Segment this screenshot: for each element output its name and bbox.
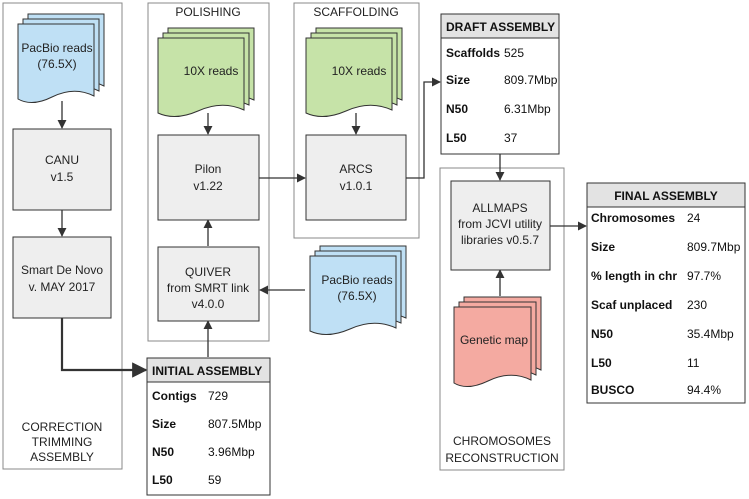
quiver-label-2: from SMRT link: [167, 281, 250, 295]
document-pacbio-reads-2: PacBio reads (76.5X): [309, 245, 407, 335]
panel-chromosomes-label-1: CHROMOSOMES: [453, 434, 551, 448]
document-pacbio-reads-1: PacBio reads (76.5X): [17, 13, 105, 103]
draft-row-key-3: N50: [446, 102, 468, 116]
panel-scaffolding-label: SCAFFOLDING: [313, 5, 398, 19]
final-row-value-1: 24: [687, 211, 701, 225]
process-smartdenovo: Smart De Novo v. MAY 2017: [12, 236, 112, 319]
draft-row-value-4: 37: [504, 131, 518, 145]
process-canu: CANU v1.5: [12, 128, 112, 211]
document-genetic-map: Genetic map: [453, 296, 542, 387]
final-row-value-5: 35.4Mbp: [687, 327, 734, 341]
pacbio-reads-2-label-1: PacBio reads: [321, 273, 392, 287]
draft-row-key-4: L50: [446, 131, 467, 145]
pacbio-reads-1-label-1: PacBio reads: [21, 41, 92, 55]
pilon-label-2: v1.22: [193, 179, 223, 193]
final-row-value-6: 11: [687, 356, 700, 370]
document-tenx-reads-polishing: 10X reads: [157, 27, 255, 117]
final-row-value-7: 94.4%: [687, 383, 721, 397]
draft-row-value-2: 809.7Mbp: [504, 73, 558, 87]
panel-correction-label-2: TRIMMING: [32, 435, 93, 449]
smartdenovo-label-2: v. MAY 2017: [29, 280, 96, 294]
allmaps-label-3: libraries v0.5.7: [461, 233, 539, 247]
final-row-key-7: BUSCO: [591, 383, 634, 397]
quiver-label-3: v4.0.0: [192, 297, 225, 311]
initial-row-key-4: L50: [152, 473, 173, 487]
panel-polishing-label: POLISHING: [175, 5, 240, 19]
final-row-value-4: 230: [687, 298, 707, 312]
process-allmaps: ALLMAPS from JCVI utility libraries v0.5…: [450, 180, 551, 271]
arrow-smartdenovo-to-initial: [60, 318, 148, 378]
table-final-assembly: FINAL ASSEMBLY Chromosomes 24 Size 809.7…: [586, 182, 746, 404]
final-row-key-6: L50: [591, 356, 612, 370]
tenx-reads-polishing-label: 10X reads: [184, 64, 239, 78]
arcs-label-2: v1.0.1: [340, 179, 373, 193]
arrow-arcs-to-draft: [406, 77, 441, 179]
allmaps-label-1: ALLMAPS: [472, 201, 527, 215]
process-pilon: Pilon v1.22: [157, 134, 260, 221]
final-row-value-2: 809.7Mbp: [687, 240, 741, 254]
canu-label-1: CANU: [45, 153, 79, 167]
process-quiver: QUIVER from SMRT link v4.0.0: [157, 246, 260, 322]
panel-correction-label-3: ASSEMBLY: [30, 450, 94, 464]
allmaps-label-2: from JCVI utility: [458, 217, 542, 231]
final-assembly-title: FINAL ASSEMBLY: [614, 189, 718, 203]
canu-label-2: v1.5: [51, 170, 74, 184]
final-row-key-3: % length in chr: [591, 269, 677, 283]
draft-row-value-1: 525: [504, 46, 524, 60]
draft-row-value-3: 6.31Mbp: [504, 102, 551, 116]
final-row-key-2: Size: [591, 240, 615, 254]
pacbio-reads-2-label-2: (76.5X): [337, 289, 376, 303]
arcs-label-1: ARCS: [339, 162, 372, 176]
initial-assembly-title: INITIAL ASSEMBLY: [152, 364, 262, 378]
process-arcs: ARCS v1.0.1: [305, 134, 407, 221]
initial-row-key-3: N50: [152, 445, 174, 459]
panel-chromosomes-label-2: RECONSTRUCTION: [445, 451, 558, 465]
initial-row-key-1: Contigs: [152, 389, 197, 403]
final-row-value-3: 97.7%: [687, 269, 721, 283]
initial-row-value-1: 729: [208, 389, 228, 403]
initial-row-key-2: Size: [152, 417, 176, 431]
document-tenx-reads-scaffolding: 10X reads: [305, 27, 403, 117]
final-row-key-1: Chromosomes: [591, 211, 675, 225]
connectors: [57, 77, 587, 378]
pilon-label-1: Pilon: [195, 162, 222, 176]
table-initial-assembly: INITIAL ASSEMBLY Contigs 729 Size 807.5M…: [146, 357, 271, 496]
initial-row-value-2: 807.5Mbp: [208, 417, 262, 431]
draft-assembly-title: DRAFT ASSEMBLY: [446, 20, 555, 34]
smartdenovo-label-1: Smart De Novo: [21, 263, 103, 277]
final-row-key-4: Scaf unplaced: [591, 298, 672, 312]
table-draft-assembly: DRAFT ASSEMBLY Scaffolds 525 Size 809.7M…: [440, 13, 560, 155]
draft-row-key-1: Scaffolds: [446, 46, 500, 60]
pacbio-reads-1-label-2: (76.5X): [37, 57, 76, 71]
genetic-map-label: Genetic map: [460, 333, 528, 347]
draft-row-key-2: Size: [446, 73, 470, 87]
panel-correction-label-1: CORRECTION: [22, 420, 103, 434]
final-row-key-5: N50: [591, 327, 613, 341]
initial-row-value-3: 3.96Mbp: [208, 445, 255, 459]
initial-row-value-4: 59: [208, 473, 222, 487]
tenx-reads-scaffolding-label: 10X reads: [332, 64, 387, 78]
quiver-label-1: QUIVER: [185, 265, 231, 279]
